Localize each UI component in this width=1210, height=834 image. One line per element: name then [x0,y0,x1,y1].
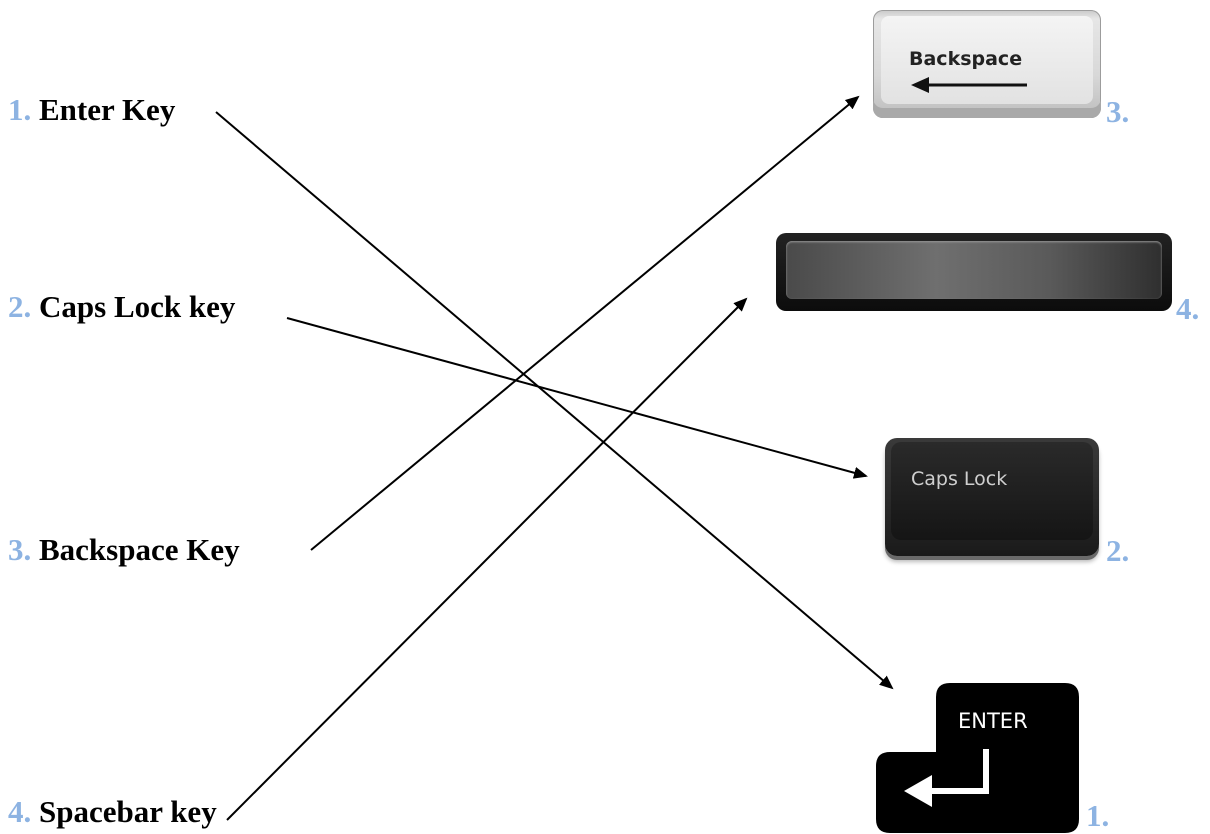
key-face [891,442,1093,540]
label-backspace-key: 3. Backspace Key [8,534,240,565]
arrow-enter [215,111,894,690]
enter-key-image: ENTER [876,683,1079,833]
label-text: Enter Key [31,92,176,127]
label-number: 2. [8,289,32,324]
enter-number: 1. [1086,798,1110,833]
caps-lock-legend: Caps Lock [911,468,1008,490]
label-text: Spacebar key [31,794,217,829]
spacebar-key-image [776,233,1172,311]
label-enter-key: 1. Enter Key [8,94,175,125]
label-spacebar-key: 4. Spacebar key [8,796,217,827]
arrow-spacebar [226,297,748,821]
label-caps-lock-key: 2. Caps Lock key [8,291,235,322]
return-arrow-icon [904,749,989,807]
label-text: Caps Lock key [31,289,236,324]
left-arrow-icon [911,77,1027,93]
label-number: 4. [8,794,32,829]
arrow-backspace [310,95,860,551]
label-text: Backspace Key [31,532,240,567]
backspace-number: 3. [1106,94,1130,129]
arrow-caps-lock [286,317,868,479]
label-number: 1. [8,92,32,127]
caps-lock-key-image: Caps Lock [885,438,1099,556]
key-face [881,16,1093,104]
enter-legend: ENTER [958,709,1028,733]
spacebar-number: 4. [1176,291,1200,326]
caps-lock-number: 2. [1106,533,1130,568]
label-number: 3. [8,532,32,567]
key-face [786,241,1162,299]
backspace-legend: Backspace [909,48,1023,70]
backspace-key-image: Backspace [873,10,1101,118]
